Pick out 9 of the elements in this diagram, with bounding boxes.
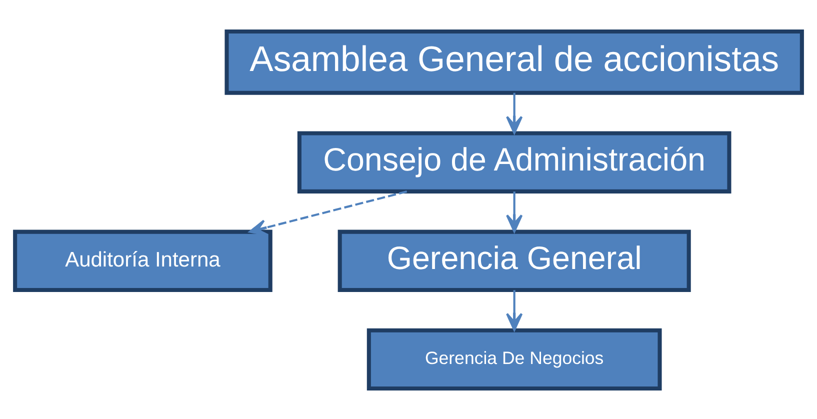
- node-box: Auditoría Interna: [13, 229, 272, 292]
- arrow: [506, 191, 523, 232]
- node-box: Consejo de Administración: [297, 130, 732, 193]
- node-box: Gerencia De Negocios: [366, 328, 662, 390]
- arrow: [506, 92, 523, 134]
- arrow: [506, 290, 523, 331]
- node-box: Gerencia General: [338, 229, 691, 292]
- arrow: [248, 190, 408, 236]
- node-box: Asamblea General de accionistas: [224, 28, 804, 94]
